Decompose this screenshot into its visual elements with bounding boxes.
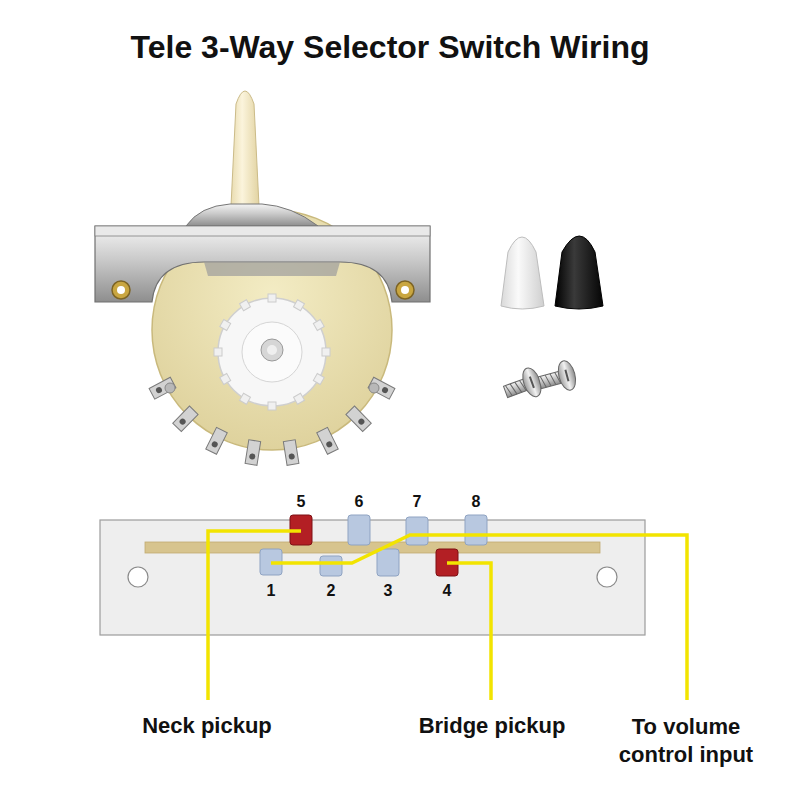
- lug-number: 3: [373, 581, 403, 600]
- lug-number: 7: [402, 492, 432, 511]
- wire-label: Neck pickup: [107, 713, 307, 739]
- rotor-tooth: [220, 320, 231, 331]
- rotor-tooth: [322, 348, 330, 356]
- switch-lug: [346, 406, 371, 432]
- rotor-tooth: [268, 294, 276, 302]
- switch-lug: [317, 427, 338, 454]
- switch-lug: [149, 377, 176, 399]
- rotor-tooth: [294, 300, 305, 311]
- lug-number: 4: [432, 581, 462, 600]
- diagram-title: Tele 3-Way Selector Switch Wiring: [10, 28, 770, 66]
- lug-number: 6: [344, 492, 374, 511]
- lug-number: 5: [286, 492, 316, 511]
- rotor-tooth: [313, 320, 324, 331]
- switch-lug: [206, 427, 227, 454]
- rotor-tooth: [240, 300, 251, 311]
- switch-lug: [283, 440, 299, 466]
- rotor-tooth: [313, 374, 324, 385]
- switch-lug: [368, 377, 395, 399]
- lug-number: 8: [461, 492, 491, 511]
- lug-number: 1: [256, 581, 286, 600]
- switch-lug: [245, 440, 261, 466]
- rotor-tooth: [268, 402, 276, 410]
- wire: [208, 531, 687, 700]
- rotor-tooth: [294, 393, 305, 404]
- lug-number: 2: [316, 581, 346, 600]
- rotor-tooth: [220, 374, 231, 385]
- switch-lug: [173, 406, 198, 432]
- wire-label: Bridge pickup: [392, 713, 592, 739]
- rotor-tooth: [240, 393, 251, 404]
- wire-label: To volume control input: [611, 713, 761, 768]
- rotor-tooth: [214, 348, 222, 356]
